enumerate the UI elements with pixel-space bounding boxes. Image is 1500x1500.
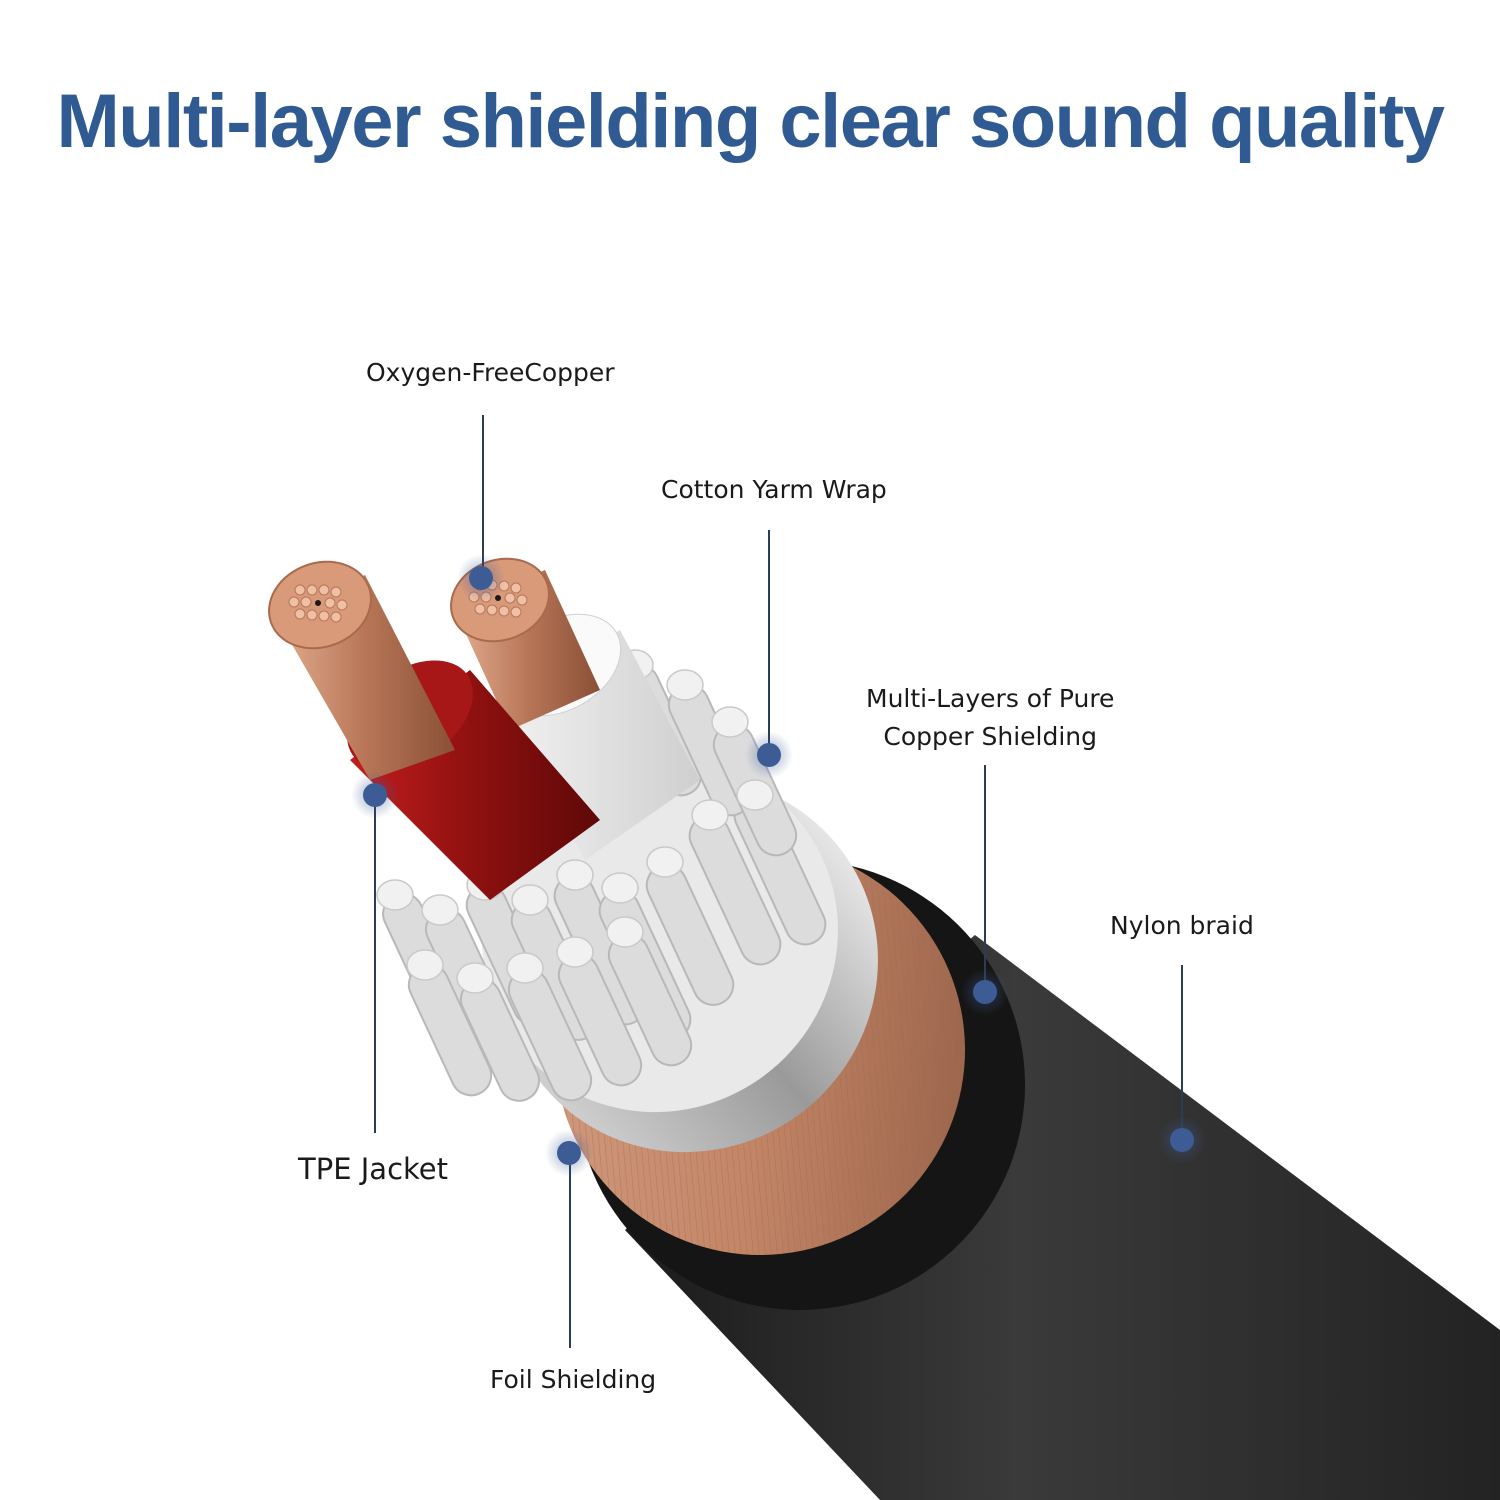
marker-cotton-yarn — [745, 731, 793, 779]
marker-copper-shielding — [961, 968, 1009, 1016]
label-copper-shielding-line2: Copper Shielding — [883, 722, 1098, 751]
label-cotton-yarn-wrap: Cotton Yarm Wrap — [661, 475, 887, 504]
marker-oxygen-free-copper — [457, 554, 505, 602]
callout-markers — [351, 554, 1206, 1177]
label-foil-shielding: Foil Shielding — [490, 1365, 657, 1394]
conductor-center-dot — [315, 600, 321, 606]
label-oxygen-free-copper: Oxygen-FreeCopper — [366, 358, 615, 387]
filler-rod-ends — [376, 649, 774, 994]
page-title: Multi-layer shielding clear sound qualit… — [56, 79, 1446, 164]
marker-tpe-jacket — [351, 771, 399, 819]
red-insulated-conductor — [268, 560, 600, 900]
leader-lines — [374, 415, 1183, 1348]
marker-nylon-braid — [1158, 1116, 1206, 1164]
label-copper-shielding-line1: Multi-Layers of Pure — [866, 684, 1115, 713]
label-tpe-jacket: TPE Jacket — [298, 1152, 448, 1186]
marker-foil-shielding — [545, 1129, 593, 1177]
label-copper-shielding: Multi-Layers of Pure Copper Shielding — [866, 680, 1114, 756]
label-nylon-braid: Nylon braid — [1110, 911, 1254, 940]
conductor-center-dot — [495, 595, 501, 601]
